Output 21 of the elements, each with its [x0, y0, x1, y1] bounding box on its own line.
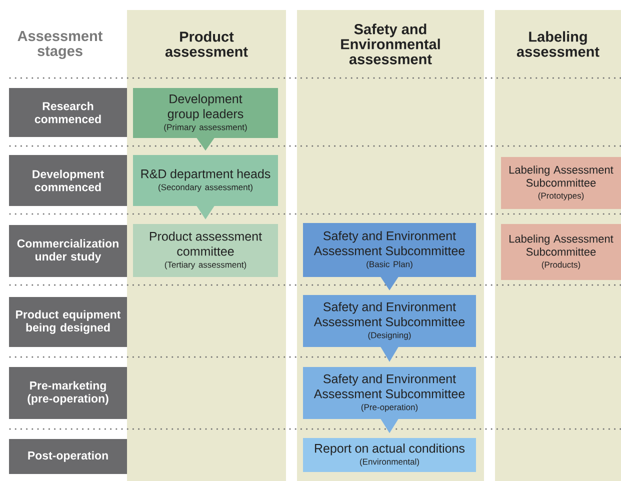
stage-box: Post-operation: [9, 439, 127, 474]
pointer-arrow: [380, 276, 398, 290]
committee-box: Safety and Environment Assessment Subcommittee (Basic Plan): [303, 223, 476, 277]
stage-box: Commercialization under study: [9, 225, 127, 277]
committee-box: Development group leaders (Primary assessment): [133, 88, 278, 138]
pointer-arrow: [380, 346, 398, 362]
stage-box: Pre-marketing (pre-operation): [9, 367, 127, 419]
committee-box: Labeling Assessment Subcommittee (Prototypes): [501, 157, 621, 209]
committee-box: Safety and Environment Assessment Subcommittee (Designing): [303, 295, 476, 347]
committee-box: Product assessment committee (Tertiary assessment): [133, 224, 278, 277]
pointer-arrow: [196, 138, 214, 151]
committee-box: Safety and Environment Assessment Subcommittee (Pre-operation): [303, 367, 476, 419]
pointer-arrow: [196, 206, 214, 220]
committee-box: Labeling Assessment Subcommittee (Products): [501, 224, 621, 280]
committee-box: R&D department heads (Secondary assessment): [133, 155, 278, 206]
stage-box: Development commenced: [9, 155, 127, 206]
column-heading: Assessment stages: [18, 30, 103, 60]
pointer-arrow: [380, 418, 398, 434]
stage-box: Research commenced: [9, 88, 127, 137]
stage-box: Product equipment being designed: [9, 297, 127, 347]
committee-box: Report on actual conditions (Environmental): [303, 438, 476, 472]
